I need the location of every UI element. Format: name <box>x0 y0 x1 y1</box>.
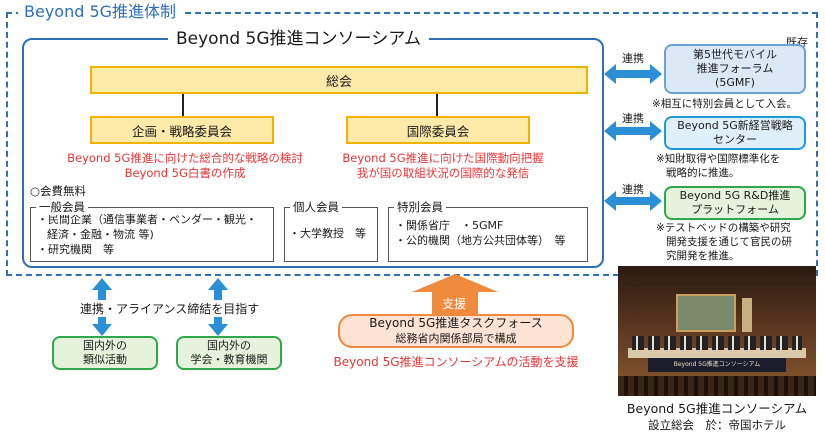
planning-committee-label: 企画・戦略委員会 <box>131 123 232 139</box>
general-assembly-box: 総会 <box>90 66 588 94</box>
general-members-box: ・民間企業（通信事業者・ベンダー・観光・ 経済・金融・物流 等) ・研究機関 等 <box>30 208 274 262</box>
partner-strategy-line: Beyond 5G新経営戦略 <box>677 119 793 132</box>
photo-banner: Beyond 5G推進コンソーシアム <box>648 358 786 372</box>
individual-members-box: ・大学教授 等 <box>284 208 378 262</box>
general-assembly-label: 総会 <box>325 74 352 90</box>
task-force-line: 総務省内関係部局で構成 <box>395 332 517 345</box>
consortium-title: Beyond 5G推進コンソーシアム <box>168 28 430 50</box>
international-committee-label: 国際委員会 <box>406 123 470 139</box>
partner-rd-note-line: ※テストベッドの構築や研究 <box>656 222 791 234</box>
planning-desc-line: Beyond 5G白書の作成 <box>124 166 246 180</box>
photo-screen-right <box>742 298 752 332</box>
partner-arrow-2 <box>604 121 662 141</box>
general-members-line: 経済・金融・物流 等) <box>47 228 154 241</box>
task-force-line: Beyond 5G推進タスクフォース <box>369 316 543 330</box>
partner-strategy-note-line: ※知財取得や国際標準化を <box>656 153 781 165</box>
photo-caption-line: 設立総会 於：帝国ホテル <box>648 418 786 432</box>
planning-committee-box: 企画・戦略委員会 <box>90 116 274 144</box>
general-members-line: ・研究機関 等 <box>37 243 114 256</box>
structure-title: Beyond 5G推進体制 <box>18 2 183 22</box>
partner-rd-note-line: 開発支援を通じて官民の研 <box>666 236 792 248</box>
partner-5gmf-note: ※相互に特別会員として入会。 <box>652 98 797 110</box>
special-members-box: ・関係省庁 ・5GMF ・公的機関（地方公共団体等） 等 <box>388 208 588 262</box>
international-desc-line: 我が国の取組状況の国際的な発信 <box>356 166 530 180</box>
special-members-line: ・関係省庁 ・5GMF <box>395 219 504 232</box>
international-committee-description: Beyond 5G推進に向けた国際動向把握 我が国の取組状況の国際的な発信 <box>318 151 568 181</box>
photo-stage <box>628 348 806 358</box>
partner-arrow-3 <box>604 191 662 211</box>
special-members-label: 特別会員 <box>394 199 446 215</box>
international-committee-box: 国際委員会 <box>346 116 530 144</box>
partner-arrow-1 <box>604 64 662 84</box>
special-members-top-border <box>388 207 588 208</box>
partner-strategy-note-line: 戦略的に推進。 <box>666 167 740 179</box>
partner-strategy-note: ※知財取得や国際標準化を 戦略的に推進。 <box>656 152 780 180</box>
partner-5gmf-box: 第5世代モバイル 推進フォーラム (5GMF) <box>664 44 806 94</box>
partner-arrow-label: 連携 <box>622 112 644 125</box>
partner-rd-platform-box: Beyond 5G R&D推進 プラットフォーム <box>664 186 806 220</box>
photo-banner-text: Beyond 5G推進コンソーシアム <box>673 361 761 368</box>
individual-members-label: 個人会員 <box>290 199 342 215</box>
general-members-line: ・民間企業（通信事業者・ベンダー・観光・ <box>37 213 257 226</box>
domestic-similar-line: 国内外の <box>83 339 127 352</box>
task-force-box: Beyond 5G推進タスクフォース 総務省内関係部局で構成 <box>338 314 574 348</box>
special-members-line: ・公的機関（地方公共団体等） 等 <box>395 234 566 247</box>
domestic-similar-line: 類似活動 <box>83 353 127 366</box>
connector-vertical <box>436 94 438 116</box>
general-members-top-border <box>30 207 274 208</box>
founding-meeting-photo: Beyond 5G推進コンソーシアム <box>618 266 816 396</box>
domestic-academic-line: 国内外の <box>207 339 251 352</box>
planning-desc-line: Beyond 5G推進に向けた総合的な戦略の検討 <box>67 151 303 165</box>
photo-caption: Beyond 5G推進コンソーシアム 設立総会 於：帝国ホテル <box>612 398 822 433</box>
photo-audience <box>618 376 816 396</box>
support-arrow <box>412 274 498 316</box>
partner-5gmf-line: 第5世代モバイル <box>693 48 777 61</box>
partner-arrow-label: 連携 <box>622 52 644 65</box>
general-members-label: 一般会員 <box>36 199 88 215</box>
photo-people <box>632 336 802 350</box>
partner-rd-line: Beyond 5G R&D推進 <box>679 189 791 202</box>
partner-strategy-line: センター <box>713 133 757 146</box>
individual-members-line: ・大学教授 等 <box>289 227 366 240</box>
support-label: 支援 <box>442 297 467 311</box>
partner-5gmf-line: (5GMF) <box>715 76 755 89</box>
fee-note: ○会費無料 <box>30 184 87 198</box>
photo-caption-line: Beyond 5G推進コンソーシアム <box>626 401 808 416</box>
task-force-note: Beyond 5G推進コンソーシアムの活動を支援 <box>333 355 579 369</box>
partner-arrows <box>604 64 662 211</box>
partner-strategy-center-box: Beyond 5G新経営戦略 センター <box>664 116 806 150</box>
beyond5g-structure-frame <box>6 12 818 276</box>
partner-rd-note-line: 究開発を推進。 <box>666 250 740 262</box>
domestic-academic-box: 国内外の 学会・教育機関 <box>176 336 282 370</box>
domestic-similar-activities-box: 国内外の 類似活動 <box>52 336 158 370</box>
international-desc-line: Beyond 5G推進に向けた国際動向把握 <box>342 151 544 165</box>
photo-screen <box>676 294 736 332</box>
partner-arrow-label: 連携 <box>622 183 644 196</box>
partner-rd-note: ※テストベッドの構築や研究 開発支援を通じて官民の研 究開発を推進。 <box>656 221 792 263</box>
alliance-label: 連携・アライアンス締結を目指す <box>76 300 264 317</box>
connector-vertical <box>182 94 184 116</box>
planning-committee-description: Beyond 5G推進に向けた総合的な戦略の検討 Beyond 5G白書の作成 <box>40 151 330 181</box>
partner-5gmf-line: 推進フォーラム <box>696 62 774 75</box>
partner-rd-line: プラットフォーム <box>691 203 779 216</box>
domestic-academic-line: 学会・教育機関 <box>190 353 268 366</box>
